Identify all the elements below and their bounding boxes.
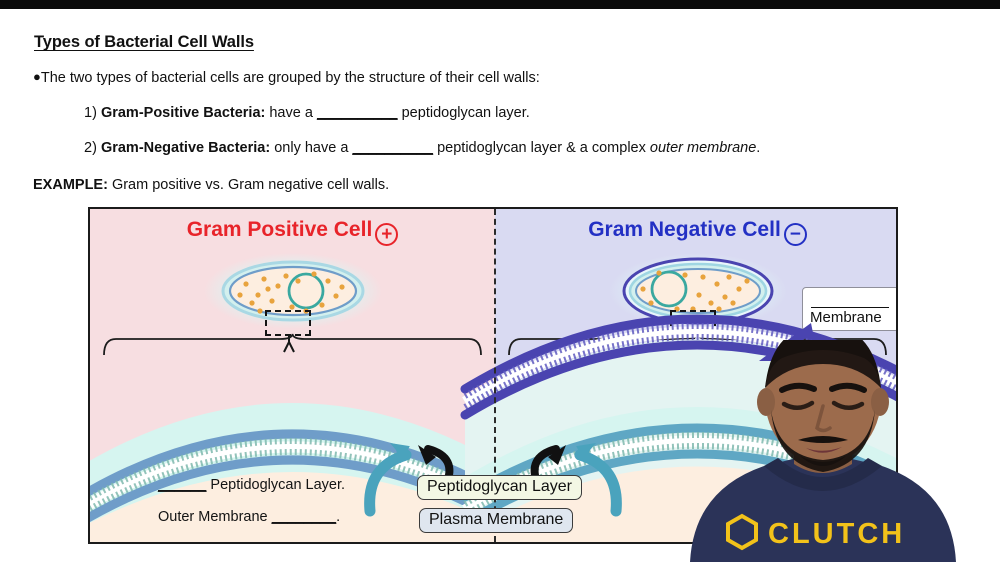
gram-negative-cell-illustration xyxy=(607,251,789,343)
gram-positive-brace xyxy=(102,333,483,356)
item1-blank: __________ xyxy=(316,105,398,121)
list-item-gram-positive: 1) Gram-Positive Bacteria: have a ______… xyxy=(84,105,530,121)
callout-plasma-membrane: Plasma Membrane xyxy=(419,508,574,533)
item2-mid: peptidoglycan layer & a complex xyxy=(433,140,650,156)
page-title: Types of Bacterial Cell Walls xyxy=(34,33,254,51)
figure-gram-comparison: Gram Positive Cell+ xyxy=(88,207,898,544)
gram-positive-peptidoglycan-label: ______ Peptidoglycan Layer. xyxy=(158,477,345,493)
gram-negative-heading: Gram Negative Cell− xyxy=(495,218,896,246)
gram-positive-outer-membrane-label: Outer Membrane ________. xyxy=(158,509,340,525)
gram-positive-outer-membrane-text: Outer Membrane xyxy=(158,509,272,525)
item1-term: Gram-Positive Bacteria: xyxy=(100,105,266,121)
example-label: EXAMPLE: xyxy=(33,177,108,193)
example-line: EXAMPLE: Gram positive vs. Gram negative… xyxy=(33,177,389,193)
panel-divider xyxy=(494,209,496,542)
membrane-callout-blank-rule xyxy=(811,307,889,308)
item2-blank: __________ xyxy=(352,140,434,156)
bullet-dot-icon: ● xyxy=(33,69,41,84)
plasma-membrane-arrows-icon xyxy=(364,442,622,517)
top-black-bar xyxy=(0,0,1000,9)
clutch-logo-icon: CLUTCH xyxy=(726,513,905,551)
membrane-callout-box: Membrane xyxy=(802,287,896,331)
bullet-intro: ●The two types of bacterial cells are gr… xyxy=(33,69,540,86)
instructor-webcam-overlay: CLUTCH xyxy=(672,340,1000,562)
membrane-callout-label: Membrane xyxy=(810,309,882,326)
svg-text:CLUTCH: CLUTCH xyxy=(768,518,905,550)
item1-number: 1) xyxy=(84,105,97,121)
item2-before: only have a xyxy=(270,140,353,156)
gram-negative-heading-text: Gram Negative Cell xyxy=(588,218,781,241)
gram-positive-peptidoglycan-blank: ______ xyxy=(158,477,207,493)
plus-sign-icon: + xyxy=(375,223,399,246)
gram-positive-outer-membrane-blank: ________ xyxy=(271,509,337,525)
item1-after: peptidoglycan layer. xyxy=(397,105,530,121)
gram-positive-heading: Gram Positive Cell+ xyxy=(90,218,495,246)
panel-gram-positive: Gram Positive Cell+ xyxy=(90,209,530,542)
minus-sign-icon: − xyxy=(783,223,807,246)
gram-positive-wall-cross-section xyxy=(90,209,530,542)
callout-peptidoglycan-layer: Peptidoglycan Layer xyxy=(417,475,582,500)
item2-italic: outer membrane xyxy=(649,140,757,156)
gram-positive-peptidoglycan-text: Peptidoglycan Layer. xyxy=(206,477,346,493)
item2-number: 2) xyxy=(84,140,97,156)
item2-after: . xyxy=(756,140,761,156)
item1-before: have a xyxy=(265,105,317,121)
gram-positive-outer-membrane-period: . xyxy=(336,509,341,525)
gram-positive-cell-illustration xyxy=(202,251,384,343)
example-text: Gram positive vs. Gram negative cell wal… xyxy=(107,177,390,193)
gram-positive-heading-text: Gram Positive Cell xyxy=(186,218,373,241)
list-item-gram-negative: 2) Gram-Negative Bacteria: only have a _… xyxy=(84,140,760,156)
bullet-intro-text: The two types of bacterial cells are gro… xyxy=(40,70,540,86)
item2-term: Gram-Negative Bacteria: xyxy=(100,140,271,156)
